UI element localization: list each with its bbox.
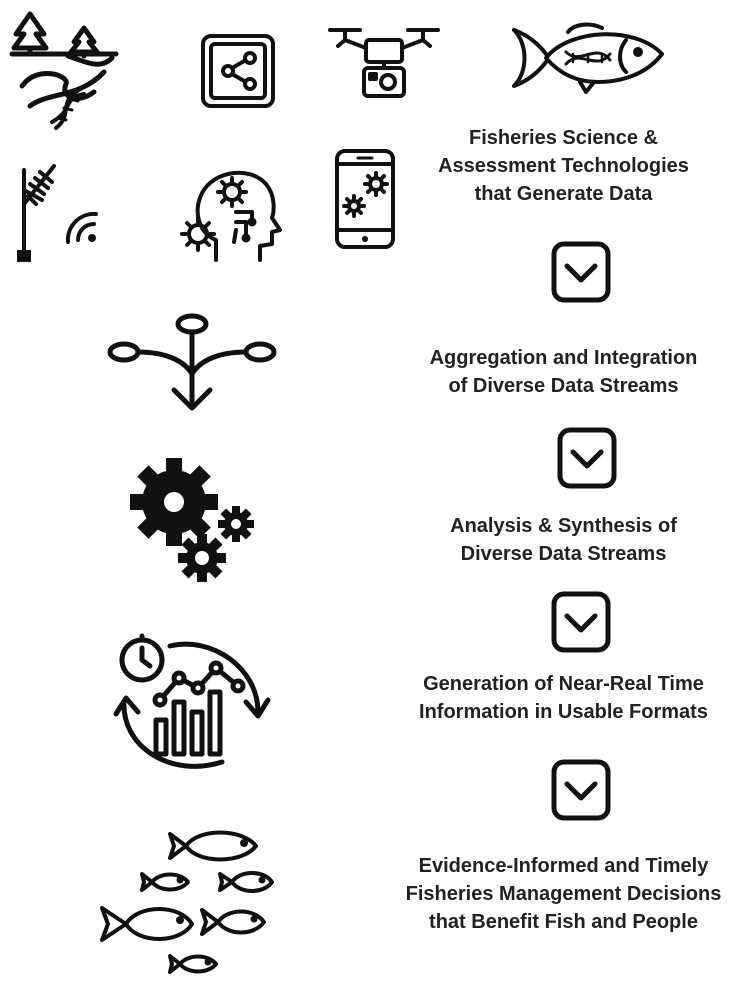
chevron-down-icon bbox=[550, 758, 612, 822]
telemetry-antenna-icon bbox=[16, 160, 108, 264]
chevron-down-icon bbox=[550, 590, 612, 654]
stage-line: Generation of Near-Real Time bbox=[423, 673, 704, 695]
river-dna-icon bbox=[8, 6, 120, 134]
fish-dna-icon bbox=[510, 20, 668, 96]
school-of-fish-icon bbox=[94, 824, 290, 980]
stage-line: that Benefit Fish and People bbox=[429, 911, 698, 933]
gears-icon bbox=[128, 456, 258, 584]
stage-aggregation: Aggregation and Integration of Diverse D… bbox=[372, 344, 755, 400]
stage-decisions: Evidence-Informed and Timely Fisheries M… bbox=[372, 852, 755, 936]
timer-chart-cycle-icon bbox=[112, 628, 272, 778]
stage-line: Analysis & Synthesis of bbox=[450, 515, 677, 537]
stage-line: Fisheries Science & bbox=[469, 127, 658, 149]
stage-line: Information in Usable Formats bbox=[419, 701, 708, 723]
stage-line: Aggregation and Integration bbox=[429, 347, 698, 369]
stage-technologies: Fisheries Science & Assessment Technolog… bbox=[372, 124, 755, 208]
drone-camera-icon bbox=[326, 22, 442, 102]
ai-head-gears-icon bbox=[176, 160, 286, 264]
stage-line: of Diverse Data Streams bbox=[448, 375, 679, 397]
chevron-down-icon bbox=[550, 240, 612, 304]
stage-information: Generation of Near-Real Time Information… bbox=[372, 670, 755, 726]
stage-line: Evidence-Informed and Timely bbox=[418, 855, 709, 877]
stage-line: Assessment Technologies bbox=[438, 155, 689, 177]
stage-line: Fisheries Management Decisions bbox=[405, 883, 722, 905]
stage-line: that Generate Data bbox=[474, 183, 653, 205]
share-network-icon bbox=[200, 33, 276, 109]
stage-analysis: Analysis & Synthesis of Diverse Data Str… bbox=[372, 512, 755, 568]
merge-streams-icon bbox=[104, 312, 280, 414]
smartphone-gears-icon bbox=[334, 148, 396, 250]
stage-line: Diverse Data Streams bbox=[460, 543, 667, 565]
chevron-down-icon bbox=[556, 426, 618, 490]
